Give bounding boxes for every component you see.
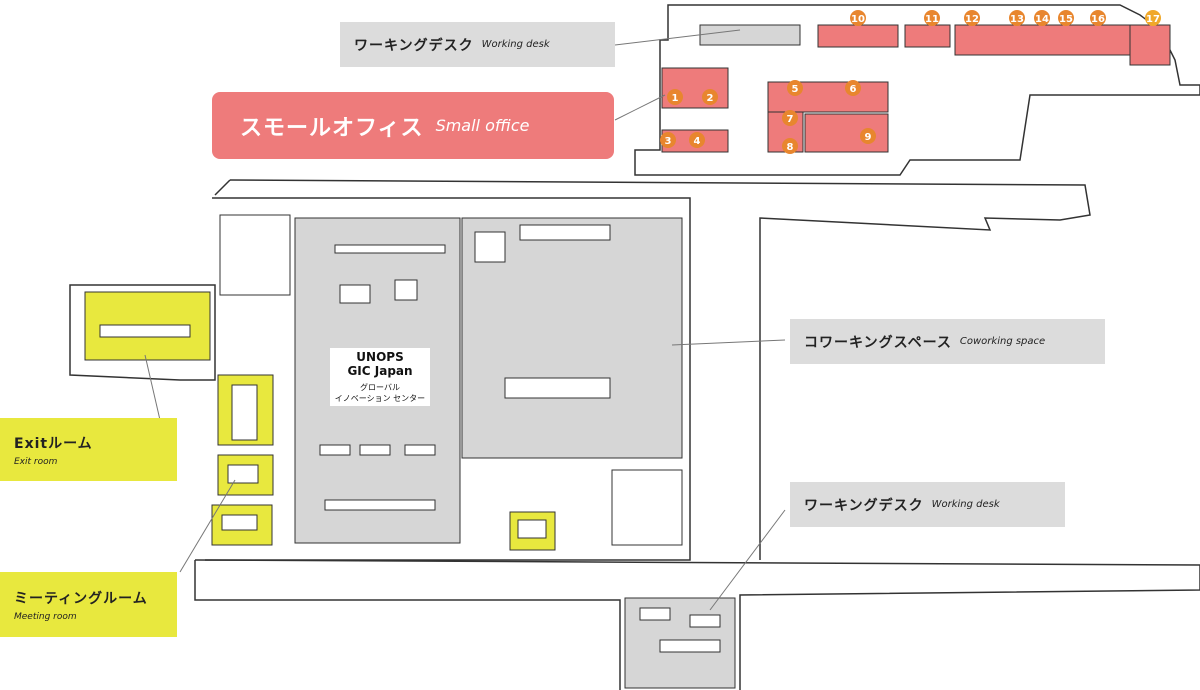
small-office-en: Small office: [435, 116, 530, 135]
coworking-label: コワーキングスペース Coworking space: [790, 319, 1105, 364]
office-number-8: 8: [787, 142, 794, 153]
meeting-room-en: Meeting room: [14, 611, 77, 622]
coworking-jp: コワーキングスペース: [804, 334, 952, 351]
meeting-room-label: ミーティングルーム Meeting room: [0, 572, 177, 637]
office-badge-16: 16: [1090, 10, 1106, 26]
office-number-15: 15: [1059, 14, 1073, 25]
working-desk-top-label: ワーキングデスク Working desk: [340, 22, 615, 67]
office-number-2: 2: [707, 93, 714, 104]
small-office-area: [661, 24, 1171, 153]
small-office-label: スモールオフィス Small office: [212, 92, 614, 159]
meeting-room-jp: ミーティングルーム: [14, 590, 148, 607]
center-line2: GIC Japan: [347, 364, 413, 378]
office-badges: 1 2 3 4 5 6 7 8 9 10 11 12 13 14 15 16 1…: [660, 10, 1161, 154]
center-label: UNOPS GIC Japan グローバル イノベーション センター: [330, 348, 430, 406]
exit-room-jp: Exitルーム: [14, 435, 93, 452]
office-badge-6: 6: [845, 80, 861, 96]
office-badge-9: 9: [860, 128, 876, 144]
tables: [319, 224, 611, 511]
working-desk-top-en: Working desk: [481, 39, 550, 50]
office-number-4: 4: [694, 136, 701, 147]
leader-lines: [144, 29, 786, 611]
office-number-5: 5: [792, 84, 799, 95]
coworking-area: [219, 214, 683, 546]
office-badge-1: 1: [667, 89, 683, 105]
working-desk-bottom-label: ワーキングデスク Working desk: [790, 482, 1065, 527]
office-badge-2: 2: [702, 89, 718, 105]
exit-room-en: Exit room: [14, 456, 58, 467]
building-walls: [69, 4, 1200, 690]
coworking-en: Coworking space: [959, 336, 1046, 347]
office-number-1: 1: [672, 93, 679, 104]
office-badge-15: 15: [1058, 10, 1074, 26]
small-office-jp: スモールオフィス: [240, 115, 424, 141]
office-number-11: 11: [925, 14, 939, 25]
office-badge-4: 4: [689, 132, 705, 148]
office-number-13: 13: [1010, 14, 1024, 25]
working-desk-bottom-jp: ワーキングデスク: [804, 497, 924, 514]
exit-room: [84, 291, 211, 361]
office-number-14: 14: [1035, 14, 1049, 25]
office-number-9: 9: [865, 132, 872, 143]
office-number-6: 6: [850, 84, 857, 95]
office-badge-14: 14: [1034, 10, 1050, 26]
office-number-10: 10: [851, 14, 865, 25]
bottom-desk-area: [624, 597, 736, 689]
office-number-17: 17: [1146, 14, 1160, 25]
working-desk-top-jp: ワーキングデスク: [354, 37, 474, 54]
office-badge-13: 13: [1009, 10, 1025, 26]
office-number-16: 16: [1091, 14, 1105, 25]
office-badge-8: 8: [782, 138, 798, 154]
office-number-7: 7: [787, 114, 794, 125]
office-number-12: 12: [965, 14, 979, 25]
working-desk-bottom-en: Working desk: [931, 499, 1000, 510]
office-badge-11: 11: [924, 10, 940, 26]
exit-room-label: Exitルーム Exit room: [0, 418, 177, 481]
office-badge-10: 10: [850, 10, 866, 26]
office-number-3: 3: [665, 136, 672, 147]
center-line1: UNOPS: [356, 350, 404, 364]
office-badge-7: 7: [782, 110, 798, 126]
center-sub2: イノベーション センター: [334, 394, 426, 403]
office-badge-5: 5: [787, 80, 803, 96]
center-sub1: グローバル: [360, 383, 400, 392]
office-badge-17: 17: [1145, 10, 1161, 26]
office-badge-3: 3: [660, 132, 676, 148]
office-badge-12: 12: [964, 10, 980, 26]
meeting-rooms: [211, 374, 556, 551]
